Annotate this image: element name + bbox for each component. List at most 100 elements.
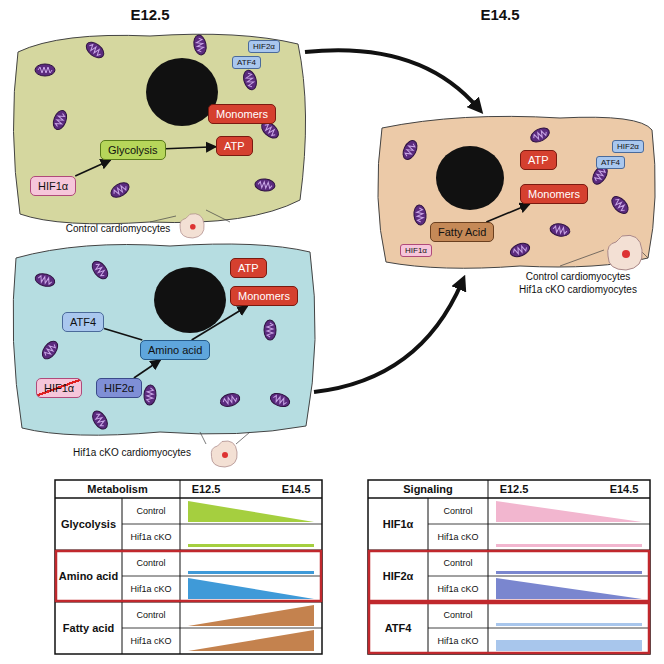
box-label: HIF2α <box>253 42 275 51</box>
table-cell: E12.5 <box>500 483 529 495</box>
trend-bar <box>188 571 314 574</box>
highlight-box <box>56 551 321 601</box>
mitochondrion <box>549 222 571 237</box>
table-cell: Control <box>136 506 165 516</box>
table-cell: E14.5 <box>610 483 639 495</box>
process-box: ATF4 <box>232 56 261 69</box>
mitochondrion <box>528 125 551 145</box>
trend-wedge <box>188 501 314 522</box>
trend-wedge <box>188 578 314 599</box>
mitochondrion <box>264 320 276 340</box>
table-cell: Hif1a cKO <box>130 532 171 542</box>
mitochondrion <box>35 64 55 76</box>
box-label: ATF4 <box>237 58 256 67</box>
process-box: HIF1α <box>36 378 82 398</box>
process-box: HIF2α <box>612 140 644 153</box>
mitochondrion <box>219 391 242 408</box>
table-cell: Control <box>443 558 472 568</box>
mitochondrion <box>413 204 427 225</box>
table-cell: Hif1a cKO <box>437 584 478 594</box>
trend-bar <box>496 571 642 574</box>
table-cell: HIF2α <box>383 570 414 582</box>
table-cell: Fatty acid <box>63 622 114 634</box>
table-cell: Metabolism <box>87 483 148 495</box>
table-cell: Hif1a cKO <box>437 636 478 646</box>
process-box: HIF2α <box>96 378 142 398</box>
connector <box>166 147 216 149</box>
mitochondrion <box>143 385 156 406</box>
table-frame <box>55 480 322 654</box>
cko-cell <box>13 244 315 435</box>
mitochondrion <box>39 338 60 361</box>
mitochondrion <box>400 138 420 161</box>
connector <box>192 306 248 340</box>
table-cell: E14.5 <box>282 483 311 495</box>
table-cell: Hif1a cKO <box>130 584 171 594</box>
process-box: ATP <box>230 258 267 278</box>
process-box: ATF4 <box>62 312 104 332</box>
transition-arrow <box>305 50 478 108</box>
process-box: Amino acid <box>140 340 210 360</box>
trend-wedge <box>188 630 314 651</box>
process-box: Glycolysis <box>100 140 166 160</box>
nucleus <box>154 267 226 333</box>
cell-caption: Hif1a cKO cardiomyocytes <box>73 447 191 458</box>
box-label: Glycolysis <box>108 144 158 156</box>
embryo <box>180 214 204 238</box>
table-cell: ATF4 <box>385 622 412 634</box>
trend-bar <box>496 623 642 626</box>
mitochondrion <box>508 241 531 260</box>
mitochondrion <box>192 34 208 56</box>
box-label: HIF1α <box>38 180 68 192</box>
stage-heading: E12.5 <box>130 6 169 23</box>
mitochondrion <box>34 272 56 289</box>
process-box: HIF2α <box>248 40 280 53</box>
nucleus <box>436 146 504 210</box>
table-cell: Control <box>443 610 472 620</box>
box-label: HIF2α <box>104 382 134 394</box>
trend-bar <box>496 640 642 651</box>
trend-bar <box>496 544 642 547</box>
mitochondrion <box>241 69 258 92</box>
mitochondrion <box>108 180 131 201</box>
box-label: HIF1α <box>44 382 74 394</box>
box-label: Amino acid <box>148 344 202 356</box>
mitochondrion <box>255 178 276 192</box>
process-box: Monomers <box>520 184 588 204</box>
box-label: ATP <box>224 140 245 152</box>
trend-wedge <box>496 501 642 522</box>
cell-caption: Control cardiomyocytes <box>66 223 170 234</box>
box-label: Monomers <box>528 188 580 200</box>
table-cell: Signaling <box>403 483 453 495</box>
mitochondrion <box>83 39 106 61</box>
trend-bar <box>188 544 314 547</box>
box-label: ATP <box>238 262 259 274</box>
embryo <box>211 441 237 467</box>
process-box: ATF4 <box>596 156 625 169</box>
mitochondrion <box>269 391 292 409</box>
cell-caption: Control cardiomyocytes <box>526 271 630 282</box>
process-box: HIF1α <box>30 176 76 196</box>
trend-wedge <box>188 605 314 626</box>
control-cell <box>13 34 305 224</box>
process-box: ATP <box>216 136 253 156</box>
box-label: ATF4 <box>601 158 620 167</box>
connector <box>134 360 161 378</box>
table-cell: Amino acid <box>59 570 118 582</box>
table-frame <box>368 480 650 654</box>
table-cell: E12.5 <box>192 483 221 495</box>
highlight-box <box>369 551 649 601</box>
process-box: Monomers <box>208 104 276 124</box>
connector <box>75 160 110 176</box>
mitochondrion <box>609 194 631 217</box>
process-box: ATP <box>520 150 557 170</box>
transition-arrow <box>314 282 462 392</box>
mitochondrion <box>90 408 111 431</box>
mitochondrion <box>89 258 111 281</box>
box-label: Monomers <box>216 108 268 120</box>
embryo <box>608 235 643 270</box>
stage-heading: E14.5 <box>480 6 519 23</box>
box-label: ATF4 <box>70 316 96 328</box>
